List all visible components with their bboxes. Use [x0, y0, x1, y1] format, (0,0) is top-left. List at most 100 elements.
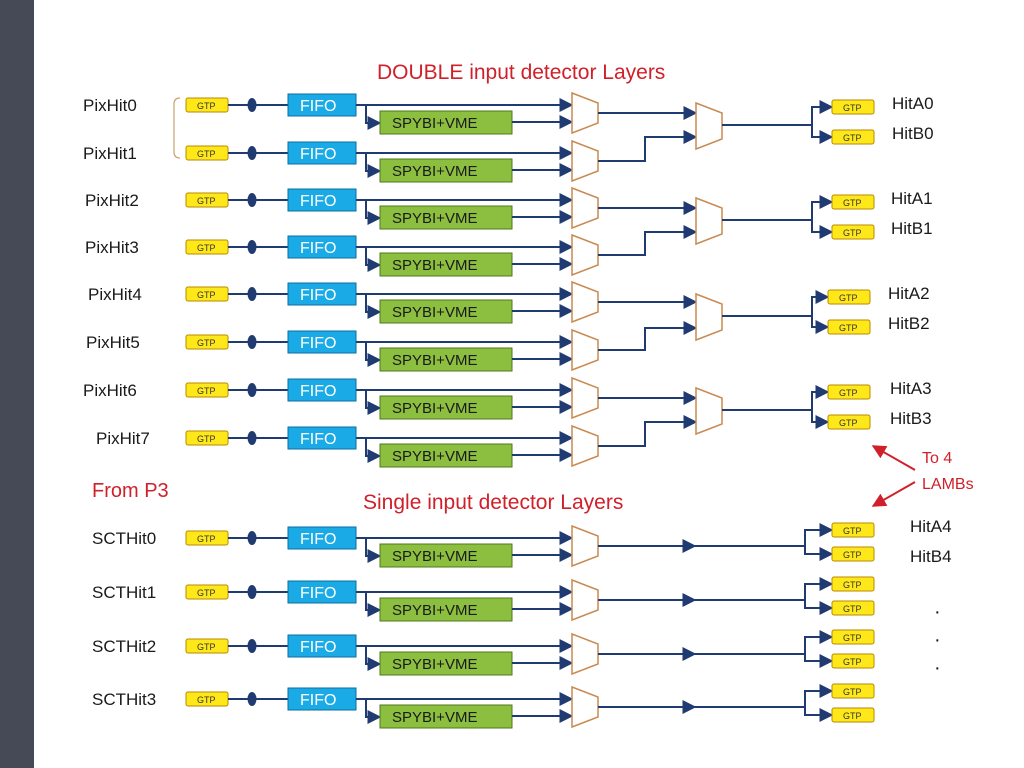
merge-mux-block	[695, 196, 723, 246]
mux-block	[571, 685, 599, 729]
gtp-label: GTP	[197, 695, 216, 705]
mux-to-merge-wire	[598, 130, 698, 162]
sct-output: GTP GTP	[598, 629, 875, 669]
spybi-vme-label: SPYBI+VME	[392, 257, 477, 274]
connector-dot	[247, 431, 257, 445]
gtp-label: GTP	[197, 642, 216, 652]
spy-tap-wire	[365, 105, 382, 130]
mux-block	[571, 424, 599, 468]
spybi-vme-label: SPYBI+VME	[392, 352, 477, 369]
pix-input-label: PixHit3	[85, 238, 139, 257]
fanout-wire	[804, 654, 834, 668]
mux-block	[571, 186, 599, 230]
gtp-output-box	[831, 224, 875, 240]
mux-to-merge-wire	[598, 225, 698, 256]
pix-input-label: PixHit4	[88, 285, 142, 304]
spy-tap-wire	[365, 699, 382, 724]
spybi-vme-label: SPYBI+VME	[392, 115, 477, 132]
output-label-a: HitA2	[888, 284, 930, 303]
spybi-vme-label: SPYBI+VME	[392, 709, 477, 726]
mux-to-merge-wire	[598, 321, 698, 351]
gtp-label: GTP	[197, 101, 216, 111]
mux-block	[571, 524, 599, 568]
connector-dot	[247, 146, 257, 160]
connector-dot	[247, 531, 257, 545]
fanout-wire	[804, 600, 834, 615]
connector-dot	[247, 98, 257, 112]
fanout-wire	[811, 100, 834, 125]
output-label-a: HitA4	[910, 517, 952, 536]
gtp-output-label: GTP	[843, 526, 862, 536]
gtp-output-box	[827, 289, 871, 305]
output-label-b: HitB0	[892, 124, 934, 143]
gtp-output-label: GTP	[843, 580, 862, 590]
mux-block	[571, 280, 599, 324]
spy-tap-wire	[365, 247, 382, 272]
spy-tap-wire	[365, 390, 382, 415]
spybi-vme-label: SPYBI+VME	[392, 163, 477, 180]
spybi-vme-label: SPYBI+VME	[392, 400, 477, 417]
fifo-label: FIFO	[300, 692, 336, 709]
fanout-wire	[811, 316, 830, 334]
output-label-b: HitB2	[888, 314, 930, 333]
fanout-wire	[811, 195, 834, 220]
merge-mux-block	[695, 292, 723, 342]
mux-block	[571, 328, 599, 372]
spybi-vme-label: SPYBI+VME	[392, 210, 477, 227]
gtp-output-label: GTP	[843, 657, 862, 667]
fifo-label: FIFO	[300, 193, 336, 210]
connector-dot	[247, 287, 257, 301]
merge-mux-block	[695, 101, 723, 151]
gtp-output-box	[831, 99, 875, 115]
gtp-output-label: GTP	[843, 103, 862, 113]
gtp-output-box	[827, 384, 871, 400]
fanout-wire	[811, 290, 830, 316]
connector-dot	[247, 585, 257, 599]
gtp-output-box	[831, 576, 875, 592]
fifo-label: FIFO	[300, 287, 336, 304]
pix-input-label: PixHit1	[83, 144, 137, 163]
gtp-output-label: GTP	[843, 687, 862, 697]
fifo-label: FIFO	[300, 531, 336, 548]
fifo-label: FIFO	[300, 383, 336, 400]
pix-input-label: PixHit5	[86, 333, 140, 352]
spy-tap-wire	[365, 592, 382, 617]
gtp-output-box	[827, 319, 871, 335]
fanout-wire	[804, 707, 834, 722]
pix-input-label: PixHit0	[83, 96, 137, 115]
gtp-output-label: GTP	[843, 633, 862, 643]
sct-input-label: SCTHit1	[92, 583, 156, 602]
spy-tap-wire	[365, 538, 382, 563]
gtp-output-label: GTP	[843, 550, 862, 560]
gtp-label: GTP	[197, 243, 216, 253]
fifo-label: FIFO	[300, 639, 336, 656]
output-label-a: HitA3	[890, 379, 932, 398]
sct-input-label: SCTHit2	[92, 637, 156, 656]
mux-block	[571, 139, 599, 183]
fanout-wire	[811, 125, 834, 144]
gtp-label: GTP	[197, 434, 216, 444]
output-label-a: HitA0	[892, 94, 934, 113]
gtp-output-box	[827, 414, 871, 430]
connector-dot	[247, 639, 257, 653]
spy-tap-wire	[365, 646, 382, 671]
spy-tap-wire	[365, 200, 382, 225]
connector-dot	[247, 193, 257, 207]
pix-input-label: PixHit2	[85, 191, 139, 210]
mux-block	[571, 632, 599, 676]
spybi-vme-label: SPYBI+VME	[392, 448, 477, 465]
gtp-output-box	[831, 653, 875, 669]
to-lambs-arrow-upper	[871, 445, 916, 471]
single-layers-title: Single input detector Layers	[363, 491, 623, 514]
spy-tap-wire	[365, 438, 382, 463]
output-label-b: HitB3	[890, 409, 932, 428]
gtp-output-box	[831, 629, 875, 645]
